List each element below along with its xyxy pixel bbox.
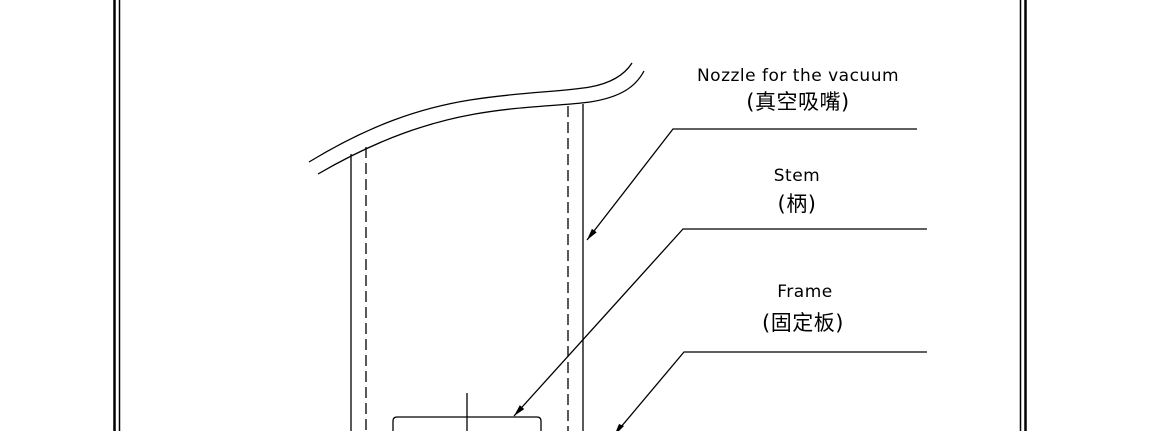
label-nozzle-zh: (真空吸嘴) [746,90,850,114]
sheet-border-right [1019,0,1027,431]
leader-nozzle [586,128,917,241]
nozzle-break-inner [317,70,645,175]
label-stem: Stem [773,166,821,186]
leader-frame [616,351,927,431]
label-nozzle: Nozzle for the vacuum [696,66,900,86]
label-stem-zh: (柄) [777,192,817,216]
label-frame-zh: (固定板) [762,311,844,335]
sheet-border-left [113,0,121,431]
label-frame: Frame [777,282,833,302]
nozzle-break-outer [308,62,633,163]
leader-stem [513,228,927,417]
frame-arrowhead [616,424,624,431]
